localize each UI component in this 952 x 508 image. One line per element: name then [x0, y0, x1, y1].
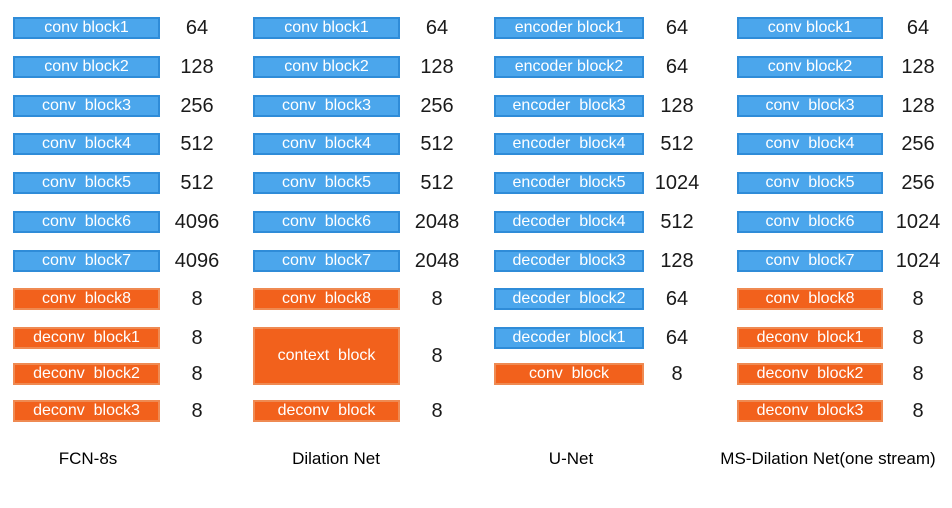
block-dilation-net-conv-block1: conv block1 [253, 17, 400, 39]
channels-value-fcn-8s-conv-block3: 256 [180, 94, 214, 117]
channels-value-ms-dilation-net-one-stream-conv-block4: 256 [901, 132, 935, 155]
block-fcn-8s-conv-block4: conv block4 [13, 133, 160, 155]
block-u-net-decoder-block1: decoder block1 [494, 327, 644, 349]
block-ms-dilation-net-one-stream-conv-block2: conv block2 [737, 56, 883, 78]
block-u-net-encoder-block2: encoder block2 [494, 56, 644, 78]
channels-value-dilation-net-context-block: 8 [431, 344, 443, 367]
channels-value-ms-dilation-net-one-stream-deconv-block1: 8 [912, 326, 924, 349]
block-ms-dilation-net-one-stream-deconv-block2: deconv block2 [737, 363, 883, 385]
channels-value-u-net-decoder-block4: 512 [660, 210, 694, 233]
channels-value-ms-dilation-net-one-stream-conv-block1: 64 [906, 16, 930, 39]
channels-value-fcn-8s-conv-block5: 512 [180, 171, 214, 194]
channels-value-ms-dilation-net-one-stream-conv-block2: 128 [901, 55, 935, 78]
block-ms-dilation-net-one-stream-deconv-block1: deconv block1 [737, 327, 883, 349]
block-ms-dilation-net-one-stream-conv-block7: conv block7 [737, 250, 883, 272]
block-u-net-decoder-block3: decoder block3 [494, 250, 644, 272]
column-label-ms-dilation-net: MS-Dilation Net(one stream) [720, 449, 936, 468]
block-dilation-net-conv-block2: conv block2 [253, 56, 400, 78]
channels-value-u-net-decoder-block3: 128 [660, 249, 694, 272]
channels-value-fcn-8s-conv-block7: 4096 [174, 249, 220, 272]
channels-value-fcn-8s-deconv-block3: 8 [191, 399, 203, 422]
block-fcn-8s-conv-block6: conv block6 [13, 211, 160, 233]
block-ms-dilation-net-one-stream-conv-block1: conv block1 [737, 17, 883, 39]
channels-value-dilation-net-conv-block4: 512 [420, 132, 454, 155]
channels-value-fcn-8s-conv-block6: 4096 [174, 210, 220, 233]
block-ms-dilation-net-one-stream-conv-block5: conv block5 [737, 172, 883, 194]
block-fcn-8s-deconv-block3: deconv block3 [13, 400, 160, 422]
block-dilation-net-conv-block7: conv block7 [253, 250, 400, 272]
block-dilation-net-conv-block5: conv block5 [253, 172, 400, 194]
channels-value-ms-dilation-net-one-stream-conv-block3: 128 [901, 94, 935, 117]
channels-value-u-net-encoder-block1: 64 [665, 16, 689, 39]
block-fcn-8s-deconv-block1: deconv block1 [13, 327, 160, 349]
channels-value-ms-dilation-net-one-stream-conv-block6: 1024 [895, 210, 941, 233]
channels-value-u-net-decoder-block1: 64 [665, 326, 689, 349]
channels-value-dilation-net-conv-block5: 512 [420, 171, 454, 194]
channels-value-u-net-decoder-block2: 64 [665, 287, 689, 310]
block-u-net-conv-block: conv block [494, 363, 644, 385]
block-u-net-encoder-block1: encoder block1 [494, 17, 644, 39]
column-label-u-net: U-Net [548, 449, 594, 468]
channels-value-dilation-net-conv-block2: 128 [420, 55, 454, 78]
block-ms-dilation-net-one-stream-deconv-block3: deconv block3 [737, 400, 883, 422]
channels-value-ms-dilation-net-one-stream-conv-block8: 8 [912, 287, 924, 310]
channels-value-ms-dilation-net-one-stream-deconv-block2: 8 [912, 362, 924, 385]
channels-value-ms-dilation-net-one-stream-conv-block7: 1024 [895, 249, 941, 272]
block-u-net-encoder-block5: encoder block5 [494, 172, 644, 194]
block-dilation-net-conv-block6: conv block6 [253, 211, 400, 233]
channels-value-ms-dilation-net-one-stream-conv-block5: 256 [901, 171, 935, 194]
channels-value-fcn-8s-conv-block1: 64 [185, 16, 209, 39]
block-ms-dilation-net-one-stream-conv-block6: conv block6 [737, 211, 883, 233]
block-dilation-net-conv-block4: conv block4 [253, 133, 400, 155]
column-label-dilation-net: Dilation Net [292, 449, 380, 468]
block-dilation-net-conv-block8: conv block8 [253, 288, 400, 310]
block-u-net-encoder-block4: encoder block4 [494, 133, 644, 155]
block-fcn-8s-conv-block2: conv block2 [13, 56, 160, 78]
channels-value-fcn-8s-conv-block4: 512 [180, 132, 214, 155]
channels-value-u-net-encoder-block3: 128 [660, 94, 694, 117]
channels-value-u-net-encoder-block4: 512 [660, 132, 694, 155]
channels-value-dilation-net-conv-block6: 2048 [414, 210, 460, 233]
block-fcn-8s-conv-block3: conv block3 [13, 95, 160, 117]
block-dilation-net-conv-block3: conv block3 [253, 95, 400, 117]
channels-value-dilation-net-conv-block8: 8 [431, 287, 443, 310]
block-u-net-decoder-block2: decoder block2 [494, 288, 644, 310]
block-u-net-encoder-block3: encoder block3 [494, 95, 644, 117]
channels-value-fcn-8s-conv-block2: 128 [180, 55, 214, 78]
channels-value-fcn-8s-deconv-block2: 8 [191, 362, 203, 385]
block-fcn-8s-deconv-block2: deconv block2 [13, 363, 160, 385]
block-ms-dilation-net-one-stream-conv-block3: conv block3 [737, 95, 883, 117]
block-dilation-net-context-block: context block [253, 327, 400, 385]
channels-value-ms-dilation-net-one-stream-deconv-block3: 8 [912, 399, 924, 422]
block-fcn-8s-conv-block5: conv block5 [13, 172, 160, 194]
channels-value-u-net-encoder-block2: 64 [665, 55, 689, 78]
channels-value-u-net-conv-block: 8 [671, 362, 683, 385]
block-fcn-8s-conv-block8: conv block8 [13, 288, 160, 310]
channels-value-dilation-net-conv-block7: 2048 [414, 249, 460, 272]
channels-value-dilation-net-deconv-block: 8 [431, 399, 443, 422]
block-u-net-decoder-block4: decoder block4 [494, 211, 644, 233]
column-label-fcn-8s: FCN-8s [58, 449, 118, 468]
channels-value-dilation-net-conv-block1: 64 [425, 16, 449, 39]
block-ms-dilation-net-one-stream-conv-block8: conv block8 [737, 288, 883, 310]
channels-value-fcn-8s-deconv-block1: 8 [191, 326, 203, 349]
block-fcn-8s-conv-block7: conv block7 [13, 250, 160, 272]
channels-value-u-net-encoder-block5: 1024 [654, 171, 700, 194]
channels-value-fcn-8s-conv-block8: 8 [191, 287, 203, 310]
block-ms-dilation-net-one-stream-conv-block4: conv block4 [737, 133, 883, 155]
block-fcn-8s-conv-block1: conv block1 [13, 17, 160, 39]
channels-value-dilation-net-conv-block3: 256 [420, 94, 454, 117]
block-dilation-net-deconv-block: deconv block [253, 400, 400, 422]
